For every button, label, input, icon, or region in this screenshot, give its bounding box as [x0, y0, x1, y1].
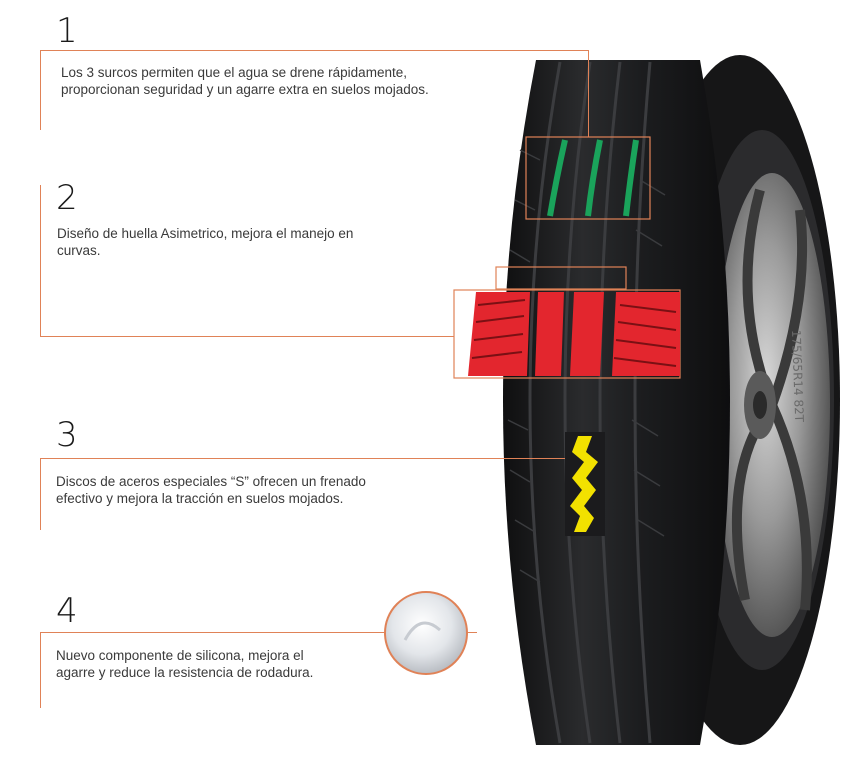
connector-line-2: [40, 185, 41, 337]
groove-highlight: [547, 139, 639, 217]
sipe-highlight: [570, 436, 598, 532]
feature-text-3: Discos de aceros especiales “S” ofrecen …: [56, 474, 366, 506]
tread-blocks: [507, 149, 666, 583]
feature-number-3: 3: [56, 415, 78, 455]
connector-line-1: [40, 50, 41, 130]
connector-line-3: [40, 458, 41, 530]
tread-highlight: [468, 292, 680, 376]
feature-text-2: Diseño de huella Asimetrico, mejora el m…: [57, 226, 354, 258]
tread-lines: [528, 61, 652, 744]
feature-text-1: Los 3 surcos permiten que el agua se dre…: [61, 65, 429, 97]
connector-line-3: [40, 458, 565, 459]
connector-line-2: [40, 336, 454, 337]
connector-line-1: [40, 50, 588, 51]
connector-line-4: [40, 632, 41, 708]
feature-number-2: 2: [56, 178, 78, 218]
tire-tread: [503, 60, 730, 745]
sidewall-size-text: 175/65R14 82T: [789, 330, 806, 423]
feature-number-4: 4: [56, 591, 78, 631]
connector-line-1: [588, 50, 589, 137]
silicone-compound-circle: [384, 591, 468, 675]
feature-number-1: 1: [56, 11, 78, 51]
groove-highlight-box: [525, 136, 651, 220]
feature-text-4: Nuevo componente de silicona, mejora el …: [56, 648, 314, 680]
connector-line-4: [467, 632, 477, 633]
connector-line-4: [40, 632, 385, 633]
